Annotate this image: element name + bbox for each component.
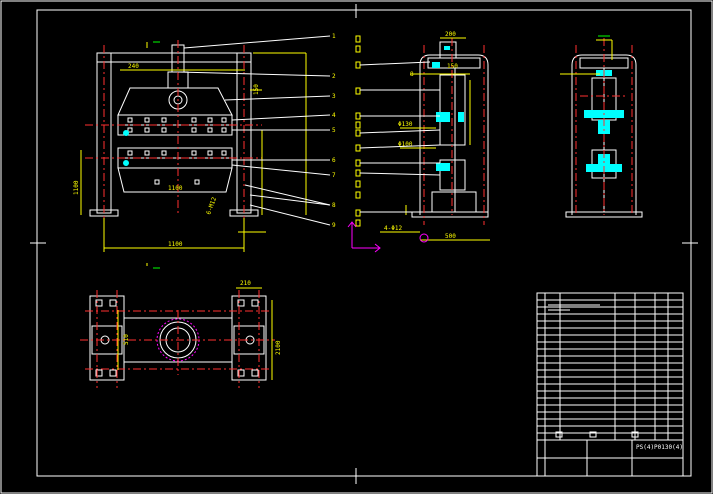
side-dim-1: 200 [445,31,456,38]
inner-border [36,9,692,477]
callout-5: 5 [332,127,336,134]
front-green-marks [153,41,160,269]
side-dim-3: 8 [410,71,414,78]
drawing-number: PS(4)P0130(4) [636,444,683,451]
top-dim-2: 2100 [275,340,282,355]
callout-labels: 1 2 3 4 5 6 7 8 9 [332,33,336,229]
side-centerlines [423,38,485,225]
end-dimensions [560,39,613,75]
side-leaders [359,61,441,213]
front-dim-1: 240 [128,63,139,70]
centering-marks [30,4,698,484]
end-centerlines [575,38,633,215]
callout-6: 6 [332,157,336,164]
side-dim-2: 150 [447,63,458,70]
front-dim-6: 6-M12 [205,196,218,216]
top-dim-1: 210 [240,280,251,287]
side-dim-6: 4-Φ12 [384,225,402,232]
callout-4: 4 [332,112,336,119]
lower-plate-holes [127,150,227,185]
callout-1: 1 [332,33,336,40]
front-dim-2: 150 [253,84,260,95]
front-dimensions [80,42,307,266]
front-hatch-details [123,130,129,166]
callout-8: 8 [332,202,336,209]
end-view [560,35,643,218]
press-ram [117,44,233,116]
callout-3: 3 [332,93,336,100]
callout-7: 7 [332,172,336,179]
front-dim-3: 1100 [73,180,80,195]
side-dimensions [380,37,490,241]
side-dim-4: Φ130 [398,121,413,128]
side-dim-5: Φ100 [398,141,413,148]
title-block-rows [537,299,683,441]
callout-2: 2 [332,73,336,80]
side-dim-7: 500 [445,233,456,240]
front-view: 240 150 1100 1100 1100 6-M12 [73,35,331,269]
top-centerlines [80,290,275,388]
title-block [536,292,684,477]
top-dimensions [117,287,273,380]
callout-9: 9 [332,222,336,229]
front-dim-5: 1100 [168,185,183,192]
front-centerlines [85,40,262,220]
front-dim-4: 1100 [168,241,183,248]
callout-boxes-right [355,35,361,227]
ucs-icon [347,221,381,253]
side-hatch [432,46,464,171]
upper-plate-holes [127,117,227,133]
side-frame [419,54,489,215]
top-view: 210 2100 510 [80,280,282,388]
side-view: 200 150 8 Φ130 Φ100 4-Φ12 500 [359,31,490,243]
side-bottom-bolt [419,233,429,243]
front-leaders [177,35,331,226]
top-dim-3: 510 [123,334,130,345]
